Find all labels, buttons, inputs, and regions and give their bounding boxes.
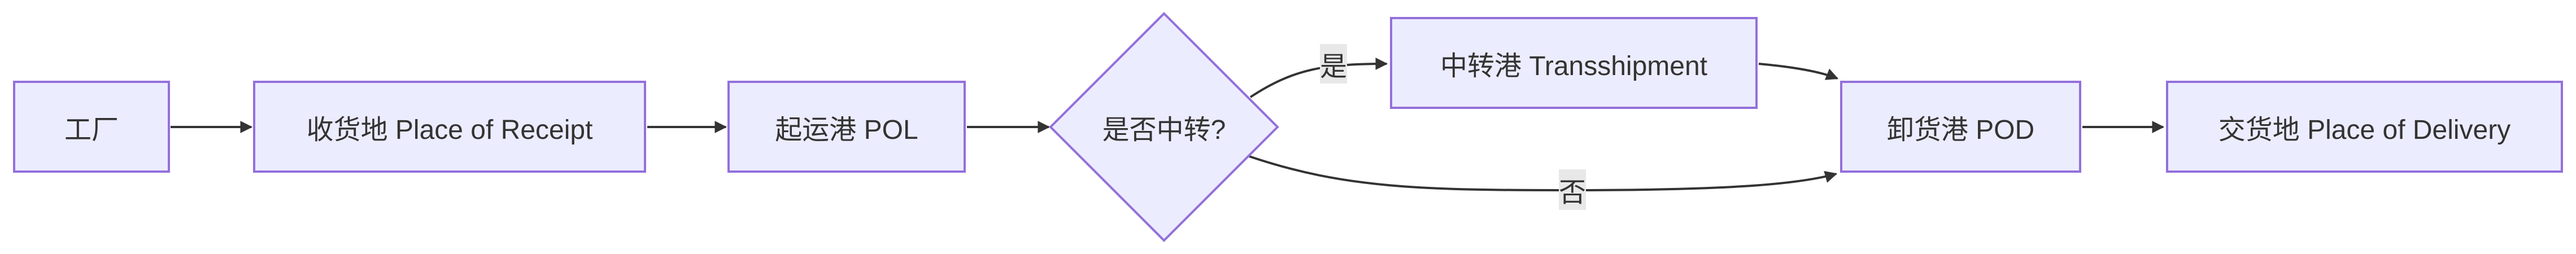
edge-decision-pod-no	[1249, 155, 1838, 192]
edge-label-yes: 是	[1320, 44, 1347, 84]
node-pod: 卸货港 POD	[1840, 81, 2081, 173]
node-place-of-delivery: 交货地 Place of Delivery	[2166, 81, 2563, 173]
node-decision-label: 是否中转?	[1102, 115, 1226, 145]
node-place-of-delivery-label: 交货地 Place of Delivery	[2218, 115, 2511, 145]
node-pol-label: 起运港 POL	[775, 115, 918, 145]
decision-diamond-shape	[1049, 12, 1279, 242]
node-place-of-receipt: 收货地 Place of Receipt	[253, 81, 646, 173]
node-factory-label: 工厂	[64, 115, 119, 145]
node-transshipment: 中转港 Transshipment	[1390, 17, 1758, 109]
node-factory: 工厂	[13, 81, 170, 173]
edge-decision-transshipment-yes	[1249, 58, 1388, 98]
node-pod-label: 卸货港 POD	[1886, 115, 2035, 145]
edge-label-no: 否	[1559, 169, 1586, 210]
node-place-of-receipt-label: 收货地 Place of Receipt	[306, 115, 593, 145]
node-pol: 起运港 POL	[727, 81, 966, 173]
node-transshipment-label: 中转港 Transshipment	[1440, 51, 1708, 81]
edge-transshipment-pod	[1758, 63, 1839, 80]
